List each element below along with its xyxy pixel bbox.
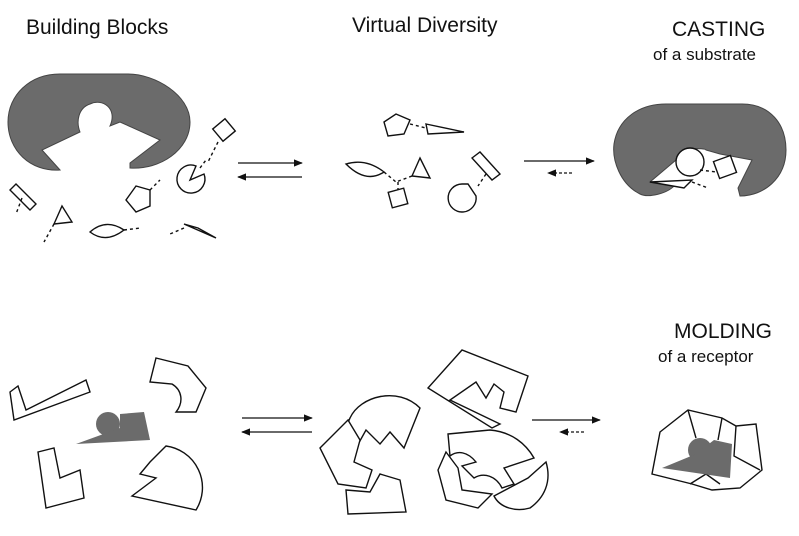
casting-complex <box>613 103 787 197</box>
receptor-blob-top-left <box>7 73 191 171</box>
molding-arrows <box>532 416 601 436</box>
pentagon-block <box>125 179 161 213</box>
label-molding: MOLDING <box>674 320 773 343</box>
lens-block <box>88 223 141 239</box>
thin-triangle-block <box>169 223 217 239</box>
parallelogram-block <box>9 183 37 215</box>
triangle-block <box>43 204 74 243</box>
label-building-blocks: Building Blocks <box>26 16 169 39</box>
square-block <box>207 117 237 163</box>
virtual-diversity-top <box>344 113 502 213</box>
equilibrium-arrows-top <box>237 159 303 181</box>
molding-complex <box>651 409 763 491</box>
label-casting-sub: of a substrate <box>653 45 757 64</box>
label-molding-sub: of a receptor <box>658 347 754 366</box>
virtual-diversity-bottom <box>319 349 549 515</box>
bottom-building-blocks <box>9 357 207 511</box>
equilibrium-arrows-bottom <box>241 414 313 436</box>
circle-block <box>176 159 207 194</box>
label-casting: CASTING <box>672 18 766 41</box>
label-virtual-diversity: Virtual Diversity <box>352 14 498 37</box>
casting-arrows <box>524 157 595 177</box>
bottom-substrate-gray <box>76 412 150 444</box>
